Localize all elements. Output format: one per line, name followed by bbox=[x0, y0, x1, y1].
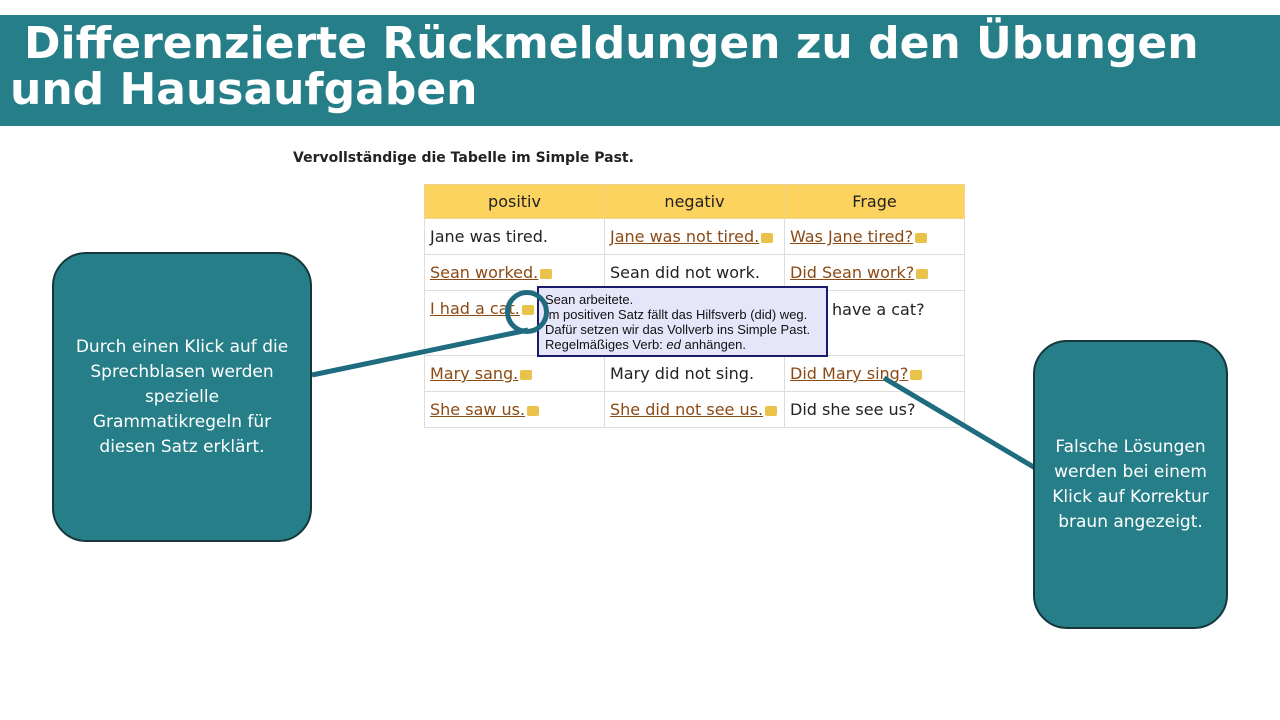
title-line-2: und Hausaufgaben bbox=[10, 64, 478, 115]
speech-bubble-icon[interactable] bbox=[540, 269, 553, 279]
table-cell: Was Jane tired? bbox=[784, 218, 965, 255]
wrong-answer[interactable]: I had a cat. bbox=[430, 299, 520, 318]
table-row: She saw us. She did not see us. Did she se… bbox=[424, 391, 965, 428]
table-cell: Jane was not tired. bbox=[604, 218, 785, 255]
table-cell: Sean did not work. bbox=[604, 254, 785, 291]
highlight-circle bbox=[505, 290, 549, 334]
speech-bubble-icon[interactable] bbox=[527, 406, 540, 416]
table-cell: Did she see us? bbox=[784, 391, 965, 428]
table-cell: She did not see us. bbox=[604, 391, 785, 428]
wrong-answer[interactable]: Was Jane tired? bbox=[790, 227, 914, 246]
table-cell: Mary sang. bbox=[424, 355, 605, 392]
answer-text: Did she see us? bbox=[790, 400, 916, 419]
wrong-answer[interactable]: Sean worked. bbox=[430, 263, 539, 282]
table-cell: She saw us. bbox=[424, 391, 605, 428]
answer-text: have a cat? bbox=[832, 300, 925, 319]
title-line-1: Differenzierte Rückmeldungen zu den Übun… bbox=[24, 18, 1199, 69]
table-cell: Mary did not sing. bbox=[604, 355, 785, 392]
column-header: negativ bbox=[604, 184, 785, 219]
tooltip-line: Im positiven Satz fällt das Hilfsverb (d… bbox=[545, 307, 808, 322]
callout-left: Durch einen Klick auf die Sprechblasen w… bbox=[52, 252, 312, 542]
column-header: positiv bbox=[424, 184, 605, 219]
wrong-answer[interactable]: She saw us. bbox=[430, 400, 526, 419]
speech-bubble-icon[interactable] bbox=[520, 370, 533, 380]
table-cell: Jane was tired. bbox=[424, 218, 605, 255]
speech-bubble-icon[interactable] bbox=[916, 269, 929, 279]
speech-bubble-icon[interactable] bbox=[761, 233, 774, 243]
tooltip-emphasis: ed bbox=[666, 337, 681, 352]
answer-text: Jane was tired. bbox=[430, 227, 548, 246]
wrong-answer[interactable]: Jane was not tired. bbox=[610, 227, 760, 246]
tooltip-text: anhängen. bbox=[680, 337, 746, 352]
table-row: Jane was tired. Jane was not tired. Was Ja… bbox=[424, 218, 965, 255]
title-banner: Differenzierte Rückmeldungen zu den Übun… bbox=[0, 15, 1280, 126]
answer-text: Mary did not sing. bbox=[610, 364, 755, 383]
speech-bubble-icon[interactable] bbox=[915, 233, 928, 243]
wrong-answer[interactable]: Mary sang. bbox=[430, 364, 519, 383]
wrong-answer[interactable]: She did not see us. bbox=[610, 400, 764, 419]
column-header: Frage bbox=[784, 184, 965, 219]
table-row: Sean worked. Sean did not work. Did Sean w… bbox=[424, 254, 965, 291]
exercise-instruction: Vervollständige die Tabelle im Simple Pa… bbox=[293, 150, 634, 166]
grammar-tooltip: Sean arbeitete. Im positiven Satz fällt … bbox=[537, 286, 828, 357]
tooltip-line: Sean arbeitete. bbox=[545, 292, 634, 307]
tooltip-text: Regelmäßiges Verb: bbox=[545, 337, 667, 352]
callout-right: Falsche Lösungen werden bei einem Klick … bbox=[1033, 340, 1228, 629]
table-cell: Did Sean work? bbox=[784, 254, 965, 291]
tooltip-line: Regelmäßiges Verb: ed anhängen. bbox=[545, 337, 820, 352]
speech-bubble-icon[interactable] bbox=[765, 406, 778, 416]
table-cell: Sean worked. bbox=[424, 254, 605, 291]
tooltip-line: Dafür setzen wir das Vollverb ins Simple… bbox=[545, 322, 811, 337]
wrong-answer[interactable]: Did Sean work? bbox=[790, 263, 915, 282]
wrong-answer[interactable]: Did Mary sing? bbox=[790, 364, 909, 383]
answer-text: Sean did not work. bbox=[610, 263, 760, 282]
speech-bubble-icon[interactable] bbox=[910, 370, 923, 380]
